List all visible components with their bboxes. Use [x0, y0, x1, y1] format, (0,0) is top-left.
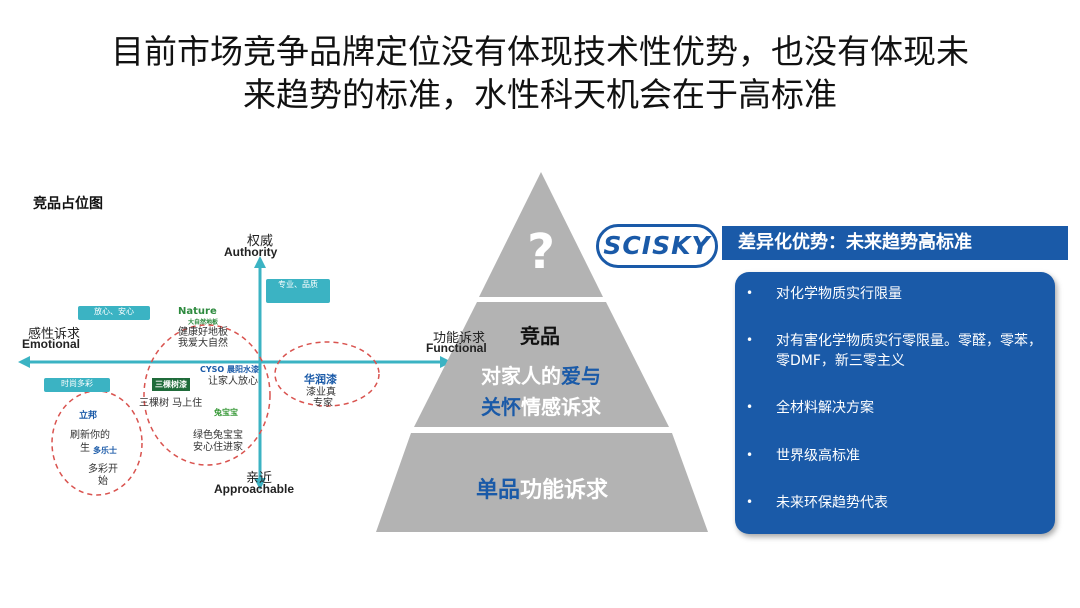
positioning-map-title: 竞品占位图 — [33, 196, 103, 212]
tag-quality: 专业、品质 — [266, 279, 330, 303]
pyramid-middle — [414, 302, 669, 427]
bullet-item-2: 对有害化学物质实行零限量。零醛，零苯，零DMF，新三零主义 — [776, 333, 1042, 369]
pyramid-mid-line-2a: 关怀 — [481, 395, 521, 419]
axis-top-label-en: Authority — [224, 245, 278, 259]
page-title-line-1: 目前市场竞争品牌定位没有体现技术性优势，也没有体现未 — [111, 32, 969, 71]
pyramid-mid-label: 竞品 — [520, 324, 560, 348]
huarun-logo: 华润漆 — [304, 373, 337, 386]
pyramid-bottom-text-a: 单品 — [475, 478, 520, 503]
cluster-circle-left — [51, 390, 143, 496]
pyramid-bottom — [376, 433, 708, 532]
tubao-slogan-1: 绿色兔宝宝 — [193, 430, 243, 441]
bullet-dot-5: • — [746, 495, 754, 509]
page-title-line-2: 来趋势的标准，水性科天机会在于高标准 — [243, 75, 837, 114]
axis-right-label-zh: 功能诉求 — [433, 331, 486, 346]
duluxe-slogan-2: 始 — [98, 476, 108, 487]
tubao-logo: 兔宝宝 — [214, 408, 238, 417]
cluster-circle-right — [274, 341, 380, 407]
pyramid-question-mark: ? — [527, 224, 555, 280]
axis-left-label-zh: 感性诉求 — [28, 327, 81, 342]
bullet-dot-1: • — [746, 286, 754, 300]
vertical-axis-arrow-top — [254, 256, 266, 268]
horizontal-axis-arrow-right — [440, 356, 452, 368]
bullet-item-4: 世界级高标准 — [776, 448, 860, 464]
bullet-dot-2: • — [746, 333, 754, 347]
libang-slogan-2: 生 — [80, 443, 90, 454]
horizontal-axis-arrow-left — [18, 356, 30, 368]
nature-slogan-1: 健康好地板 — [178, 327, 228, 338]
pyramid-mid-line-2b: 情感诉求 — [521, 395, 601, 419]
pyramid-mid-line-1: 对家人的爱与 — [446, 362, 636, 390]
cyso-slogan: 让家人放心 — [208, 376, 258, 387]
pyramid-top — [479, 172, 603, 297]
huarun-slogan-2: 专家 — [313, 398, 333, 409]
libang-logo: 立邦 — [79, 411, 98, 421]
tag-safe: 放心、安心 — [78, 306, 150, 320]
tag-fashion: 时尚多彩 — [44, 378, 110, 392]
bullet-dot-4: • — [746, 448, 754, 462]
pyramid-mid-line-2: 关怀情感诉求 — [446, 393, 636, 421]
nature-logo: Nature — [178, 306, 217, 317]
axis-right-label-en: Functional — [426, 341, 487, 355]
axis-bottom-label-en: Approachable — [214, 482, 295, 496]
sanke-slogan: 三棵树 马上住 — [139, 398, 203, 409]
cluster-circle-center — [143, 324, 271, 466]
duluxe-logo: 多乐士 — [93, 446, 117, 455]
bullet-item-1: 对化学物质实行限量 — [776, 286, 902, 302]
sanke-logo: 三棵树漆 — [152, 378, 190, 391]
tubao-slogan-2: 安心住进家 — [193, 442, 243, 453]
bullet-item-3: 全材料解决方案 — [776, 400, 874, 416]
axis-top-label-zh: 权威 — [246, 234, 273, 249]
libang-slogan-1: 刷新你的 — [70, 430, 110, 441]
pyramid-bottom-text-b: 功能诉求 — [520, 478, 609, 503]
huarun-slogan-1: 漆业真 — [306, 387, 336, 398]
bullet-item-5: 未来环保趋势代表 — [776, 495, 888, 511]
axis-left-label-en: Emotional — [22, 337, 81, 351]
duluxe-slogan-1: 多彩开 — [88, 464, 118, 475]
axis-bottom-label-zh: 亲近 — [246, 471, 273, 486]
pyramid-mid-line-1a: 对家人的 — [481, 364, 561, 388]
advantage-card — [735, 272, 1055, 534]
bullet-dot-3: • — [746, 400, 754, 414]
advantage-banner: 差异化优势：未来趋势高标准 — [722, 226, 1068, 260]
nature-logo-sub: 大自然地板 — [188, 319, 219, 326]
nature-slogan-2: 我爱大自然 — [178, 338, 228, 349]
pyramid-bottom-text: 单品功能诉求 — [430, 476, 654, 506]
vertical-axis-arrow-bottom — [254, 478, 266, 490]
scisky-logo: SCISKY — [596, 224, 718, 268]
pyramid-mid-line-1b: 爱与 — [561, 364, 601, 388]
cyso-logo: CYSO 晨阳水漆 — [200, 365, 260, 374]
